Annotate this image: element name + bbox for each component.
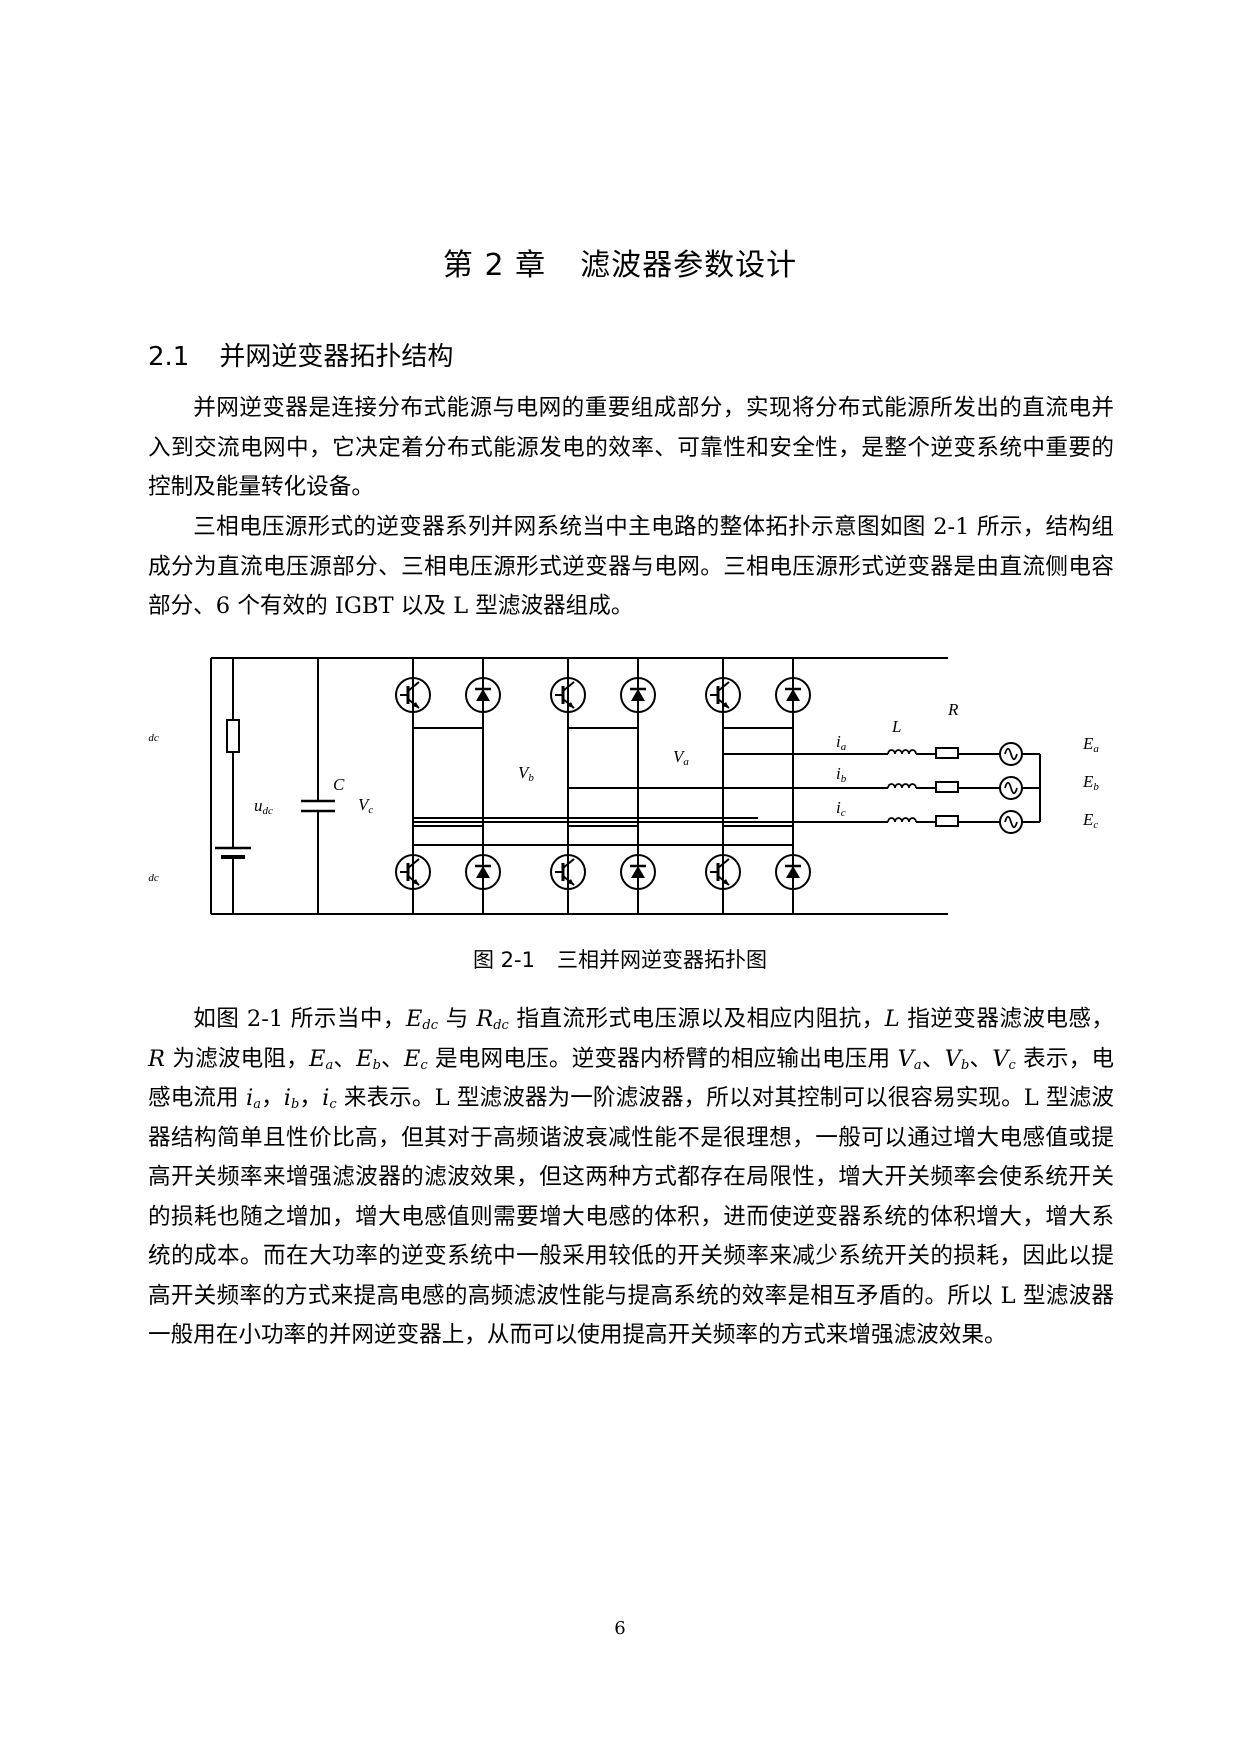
label-edc: Edc bbox=[148, 863, 159, 884]
figure-caption: 图 2-1 三相并网逆变器拓扑图 bbox=[0, 944, 1240, 974]
inverter-topology-figure: Rdc Edc udc C Vc Vb Va L R ia ib ic Ea E… bbox=[137, 650, 1114, 922]
label-r: R bbox=[947, 700, 959, 719]
figure-title: 三相并网逆变器拓扑图 bbox=[556, 948, 767, 972]
label-ib: ib bbox=[836, 764, 847, 785]
section-heading: 2.1 并网逆变器拓扑结构 bbox=[148, 336, 453, 373]
label-ic: ic bbox=[836, 798, 846, 819]
label-vc: Vc bbox=[358, 795, 373, 816]
label-ec: Ec bbox=[1082, 810, 1098, 831]
label-l: L bbox=[891, 717, 901, 736]
paragraph-3: 如图 2-1 所示当中，Edc 与 Rdc 指直流形式电压源以及相应内阻抗，L … bbox=[148, 1006, 1115, 1348]
label-ia: ia bbox=[836, 732, 847, 753]
section-name: 并网逆变器拓扑结构 bbox=[219, 342, 454, 372]
chapter-name: 滤波器参数设计 bbox=[580, 248, 798, 283]
chapter-title: 第 2 章滤波器参数设计 bbox=[0, 240, 1240, 284]
page-number: 6 bbox=[614, 1618, 626, 1639]
figure-number: 图 2-1 bbox=[473, 948, 535, 972]
circuit-diagram: Rdc Edc udc C Vc Vb Va L R ia ib ic Ea E… bbox=[137, 657, 1099, 915]
label-va: Va bbox=[673, 747, 689, 768]
label-rdc: Rdc bbox=[148, 723, 159, 744]
paragraph-1: 并网逆变器是连接分布式能源与电网的重要组成部分，实现将分布式能源所发出的直流电并… bbox=[148, 395, 1114, 500]
label-eb: Eb bbox=[1082, 772, 1099, 793]
section-number: 2.1 bbox=[148, 342, 190, 372]
chapter-number: 第 2 章 bbox=[442, 248, 547, 283]
label-vb: Vb bbox=[518, 763, 534, 784]
label-udc: udc bbox=[254, 796, 273, 817]
label-ea: Ea bbox=[1082, 734, 1099, 755]
label-c: C bbox=[333, 775, 345, 794]
paragraph-2: 三相电压源形式的逆变器系列并网系统当中主电路的整体拓扑示意图如图 2-1 所示，… bbox=[148, 514, 1114, 619]
